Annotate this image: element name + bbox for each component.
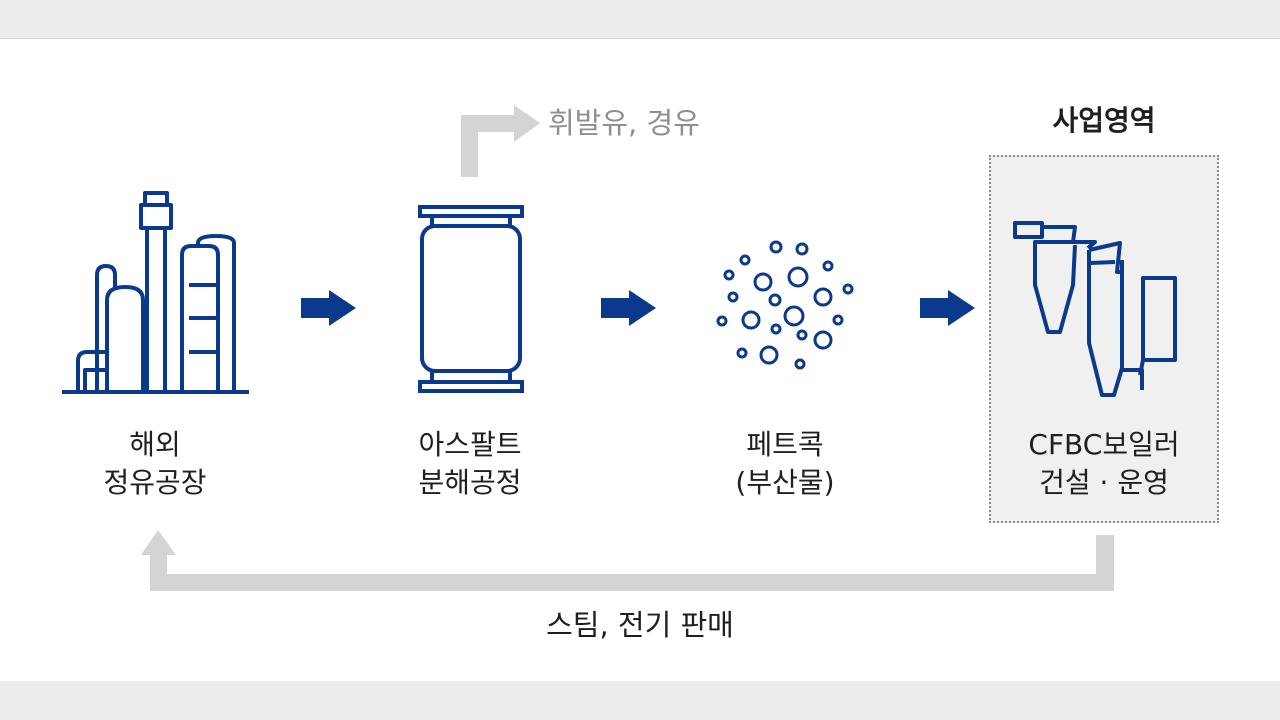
forward-arrow-2 — [601, 290, 656, 326]
node-label-boiler: CFBC보일러 건설 · 운영 — [994, 426, 1214, 502]
top-margin-band — [0, 0, 1280, 38]
node-label-line1: 해외 — [129, 428, 181, 461]
business-area-box — [989, 155, 1219, 523]
particles-icon — [716, 240, 854, 370]
forward-arrow-1 — [301, 290, 356, 326]
return-flow-arrow — [141, 530, 1114, 591]
cfbc-boiler-icon — [1013, 221, 1177, 397]
node-label-asphalt: 아스팔트 분해공정 — [375, 426, 565, 502]
return-flow-label: 스팀, 전기 판매 — [546, 608, 734, 642]
reactor-vessel-icon — [418, 205, 524, 393]
bottom-margin-band — [0, 681, 1280, 720]
node-label-line2: 건설 · 운영 — [1039, 466, 1169, 499]
node-label-line1: 페트콕 — [746, 428, 824, 461]
byproduct-label: 휘발유, 경유 — [548, 106, 700, 140]
byproduct-arrow — [461, 105, 540, 177]
forward-arrow-3 — [920, 290, 975, 326]
node-label-line2: 정유공장 — [103, 466, 207, 499]
node-label-line2: 분해공정 — [418, 466, 522, 499]
node-label-line1: CFBC보일러 — [1028, 428, 1180, 461]
node-label-petcoke: 페트콕 (부산물) — [690, 426, 880, 502]
business-area-label: 사업영역 — [1052, 104, 1156, 137]
node-label-line2: (부산물) — [735, 466, 835, 499]
node-label-line1: 아스팔트 — [418, 428, 522, 461]
refinery-icon — [62, 191, 249, 394]
node-label-refinery: 해외 정유공장 — [60, 426, 250, 502]
